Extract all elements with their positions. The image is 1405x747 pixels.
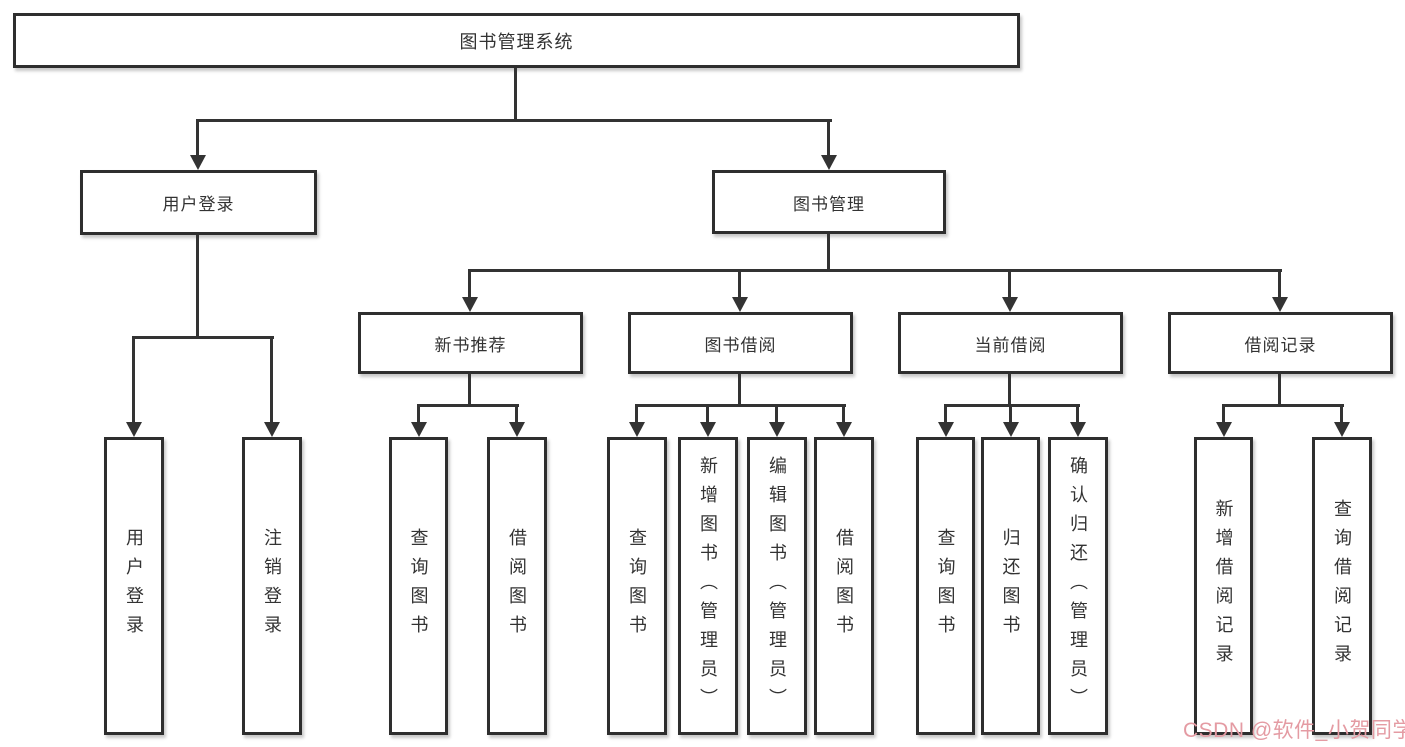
node-label: 查询借阅记录	[1332, 499, 1352, 673]
leaf-logout: 注销登录	[242, 437, 302, 735]
leaf-query-books-borrowing: 查询图书	[607, 437, 667, 735]
connector-line	[775, 404, 778, 422]
node-label: 注销登录	[262, 528, 282, 644]
connector-line	[468, 374, 471, 407]
arrowhead-down-icon	[1070, 422, 1086, 437]
connector-line	[1222, 404, 1344, 407]
connector-line	[635, 404, 638, 422]
connector-line	[1278, 374, 1281, 407]
node-current-borrowing: 当前借阅	[898, 312, 1123, 374]
node-user-login: 用户登录	[80, 170, 317, 235]
connector-line	[270, 336, 273, 422]
connector-line	[706, 404, 709, 422]
node-label: 新增借阅记录	[1213, 499, 1234, 673]
connector-line	[132, 336, 274, 339]
arrowhead-down-icon	[1216, 422, 1232, 437]
arrowhead-down-icon	[700, 422, 716, 437]
node-label: 当前借阅	[974, 335, 1047, 355]
connector-line	[827, 234, 830, 272]
node-label: 用户登录	[124, 528, 144, 644]
connector-line	[738, 374, 741, 407]
leaf-borrow-books-recommend: 借阅图书	[487, 437, 547, 735]
arrowhead-down-icon	[1003, 422, 1019, 437]
connector-line	[417, 404, 519, 407]
connector-line	[1278, 269, 1281, 297]
connector-line	[196, 119, 832, 122]
node-label: 图书管理	[793, 194, 865, 214]
node-label: 查询图书	[935, 528, 956, 644]
leaf-add-book-admin: 新增图书（管理员）	[678, 437, 738, 735]
connector-line	[515, 404, 518, 422]
arrowhead-down-icon	[264, 422, 280, 437]
arrowhead-down-icon	[1334, 422, 1350, 437]
arrowhead-down-icon	[190, 155, 206, 170]
arrowhead-down-icon	[411, 422, 427, 437]
node-label: 图书借阅	[704, 335, 777, 355]
node-label: 查询图书	[627, 528, 647, 644]
leaf-user-login: 用户登录	[104, 437, 164, 735]
connector-line	[514, 68, 517, 122]
node-label: 用户登录	[162, 195, 235, 214]
leaf-query-books-recommend: 查询图书	[389, 437, 448, 735]
node-label: 新增图书（管理员）	[698, 455, 718, 717]
node-label: 借阅记录	[1244, 335, 1317, 355]
arrowhead-down-icon	[1272, 297, 1288, 312]
node-label: 借阅图书	[507, 528, 527, 644]
arrowhead-down-icon	[462, 297, 478, 312]
connector-line	[132, 336, 135, 422]
node-label: 归还图书	[1000, 528, 1021, 644]
arrowhead-down-icon	[1002, 297, 1018, 312]
arrowhead-down-icon	[732, 297, 748, 312]
connector-line	[1008, 374, 1011, 407]
leaf-add-borrow-record: 新增借阅记录	[1194, 437, 1253, 735]
connector-line	[196, 119, 199, 155]
connector-line	[635, 404, 846, 407]
node-borrowing-records: 借阅记录	[1168, 312, 1393, 374]
leaf-query-books-current: 查询图书	[916, 437, 975, 735]
connector-line	[827, 119, 830, 155]
connector-line	[468, 269, 1282, 272]
leaf-edit-book-admin: 编辑图书（管理员）	[747, 437, 807, 735]
node-root-system: 图书管理系统	[13, 13, 1020, 68]
arrowhead-down-icon	[629, 422, 645, 437]
connector-line	[1008, 269, 1011, 297]
connector-line	[1076, 404, 1079, 422]
arrowhead-down-icon	[769, 422, 785, 437]
leaf-return-books: 归还图书	[981, 437, 1040, 735]
node-label: 确认归还（管理员）	[1068, 455, 1088, 717]
arrowhead-down-icon	[126, 422, 142, 437]
node-new-book-recommend: 新书推荐	[358, 312, 583, 374]
connector-line	[944, 404, 947, 422]
connector-line	[468, 269, 471, 297]
node-label: 图书管理系统	[459, 31, 574, 52]
leaf-query-borrow-record: 查询借阅记录	[1312, 437, 1372, 735]
connector-line	[1340, 404, 1343, 422]
node-label: 查询图书	[408, 528, 429, 644]
node-book-borrowing: 图书借阅	[628, 312, 853, 374]
leaf-confirm-return-admin: 确认归还（管理员）	[1048, 437, 1108, 735]
leaf-borrow-books-borrowing: 借阅图书	[814, 437, 874, 735]
arrowhead-down-icon	[821, 155, 837, 170]
node-label: 编辑图书（管理员）	[767, 455, 787, 717]
connector-line	[1222, 404, 1225, 422]
connector-line	[196, 235, 199, 339]
node-label: 新书推荐	[434, 335, 507, 355]
connector-line	[417, 404, 420, 422]
node-book-management: 图书管理	[712, 170, 946, 234]
connector-line	[738, 269, 741, 297]
connector-line	[1009, 404, 1012, 422]
arrowhead-down-icon	[836, 422, 852, 437]
watermark: CSDN @软件_小贺同学	[1183, 719, 1405, 742]
arrowhead-down-icon	[938, 422, 954, 437]
connector-line	[842, 404, 845, 422]
connector-line	[944, 404, 1080, 407]
node-label: 借阅图书	[834, 528, 854, 644]
arrowhead-down-icon	[509, 422, 525, 437]
